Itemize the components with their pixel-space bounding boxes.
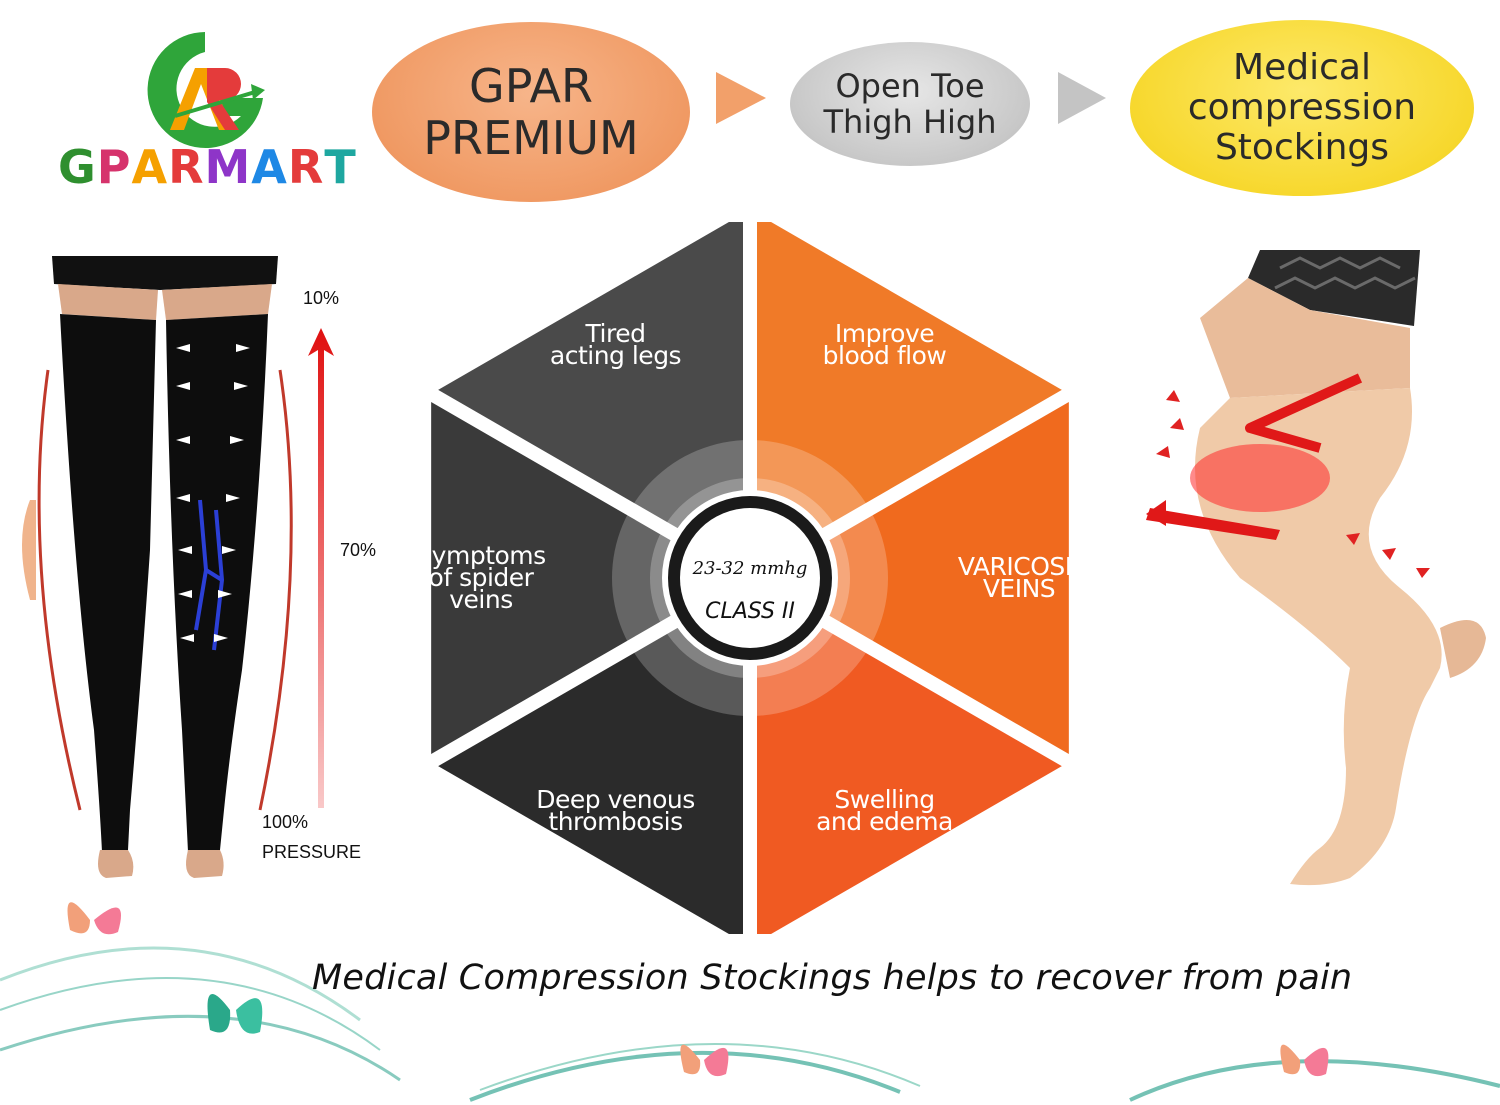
- pressure-label: PRESSURE: [262, 842, 362, 862]
- wheel-segment: [438, 222, 743, 566]
- product-line-1: Medical: [1233, 47, 1371, 88]
- product-line-2: compression: [1187, 87, 1417, 128]
- wheel-segment-label-line: of spider: [429, 563, 535, 592]
- logo-letter: P: [96, 140, 132, 194]
- brand-logo: [147, 32, 265, 148]
- black-stocking-image: [22, 256, 293, 878]
- wheel-segment-label-line: Improve: [835, 319, 934, 348]
- type-line-2: Thigh High: [823, 103, 997, 141]
- wheel-segment: [757, 222, 1062, 566]
- wheel-segment: [438, 590, 743, 934]
- brand-wordmark: GPARMART: [58, 140, 357, 194]
- wheel-segment: [757, 590, 1062, 934]
- wheel-segment-label-line: blood flow: [823, 341, 947, 370]
- wheel-segment-label-line: VEINS: [983, 574, 1055, 603]
- wheel-center-pressure: 23-32 mmhg: [692, 558, 808, 579]
- brand-line-1: GPAR: [469, 59, 593, 113]
- wheel-segment: [431, 402, 736, 754]
- brand-badge: GPAR PREMIUM: [372, 22, 690, 202]
- pressure-top-label: 10%: [303, 288, 340, 308]
- wheel-segment-label-line: thrombosis: [548, 807, 682, 836]
- wheel-segment-label-line: VARICOSE: [958, 552, 1080, 581]
- circulation-arrow-icon: [1156, 390, 1430, 578]
- pressure-middle-label: 70%: [340, 540, 377, 560]
- compression-arrow-icon: [176, 344, 250, 642]
- wheel-center: [680, 508, 820, 648]
- wheel-segment-label-line: Deep venous: [536, 785, 695, 814]
- wheel-segment-label-line: veins: [449, 585, 513, 614]
- product-badge: Medical compression Stockings: [1130, 20, 1474, 196]
- arrow-right-icon: [1058, 72, 1106, 124]
- logo-letter: M: [204, 140, 252, 194]
- type-line-1: Open Toe: [835, 67, 985, 105]
- logo-letter: A: [131, 140, 169, 194]
- logo-letter: A: [251, 140, 288, 194]
- butterfly-icon: [207, 994, 263, 1034]
- wheel-center-class: CLASS II: [705, 599, 795, 624]
- pressure-gradient-arrow-icon: [308, 328, 334, 808]
- wheel-segment: [764, 402, 1069, 754]
- pressure-bottom-label: 100%: [262, 812, 309, 832]
- wheel-segment-label-line: Swelling: [834, 785, 934, 814]
- nude-stocking-image: [1146, 250, 1486, 886]
- footer-decoration: [0, 902, 1500, 1102]
- tagline: Medical Compression Stockings helps to r…: [312, 958, 1353, 998]
- wheel-segment-label-line: Symptoms: [416, 541, 545, 570]
- logo-letter: T: [324, 140, 357, 194]
- butterfly-icon: [67, 902, 121, 935]
- logo-letter: G: [58, 140, 97, 194]
- logo-monogram-icon: [147, 32, 265, 148]
- product-line-3: Stockings: [1214, 127, 1390, 168]
- wheel-segment-label-line: Tired: [585, 319, 646, 348]
- type-badge: Open Toe Thigh High: [790, 42, 1030, 166]
- logo-letter: R: [287, 140, 325, 194]
- butterfly-icon: [1280, 1044, 1329, 1077]
- wheel-segment-label-line: acting legs: [550, 341, 681, 370]
- arrow-right-icon: [716, 72, 766, 124]
- logo-letter: R: [168, 140, 205, 194]
- wheel-segment-label-line: and edema: [816, 807, 953, 836]
- brand-line-2: PREMIUM: [423, 111, 639, 165]
- butterfly-icon: [680, 1044, 729, 1077]
